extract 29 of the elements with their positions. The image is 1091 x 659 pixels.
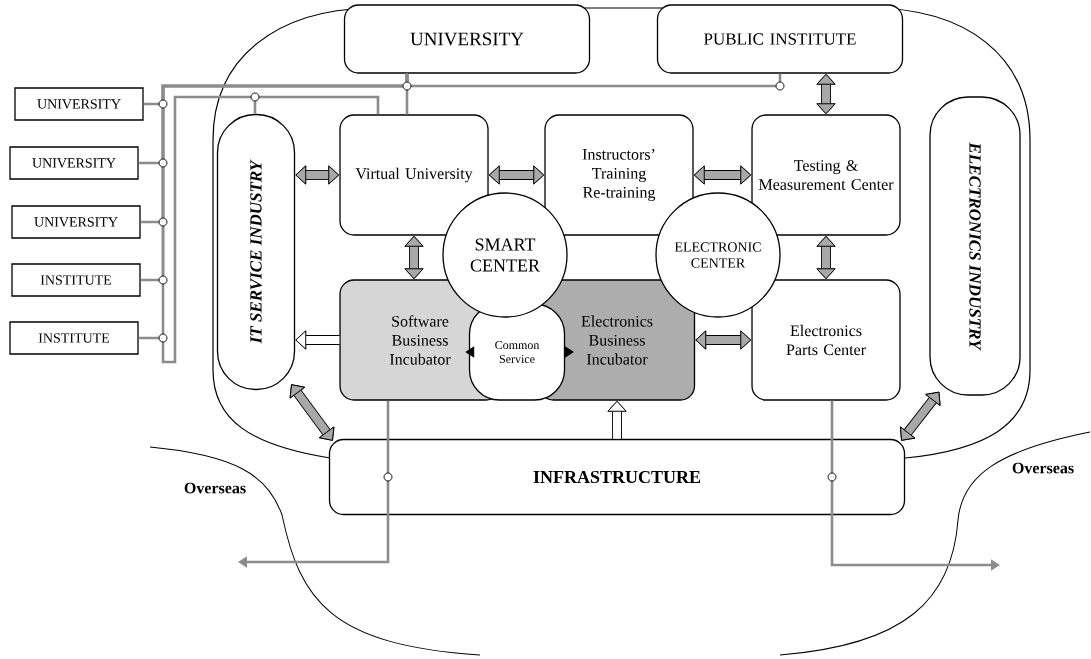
block-arrow (607, 400, 627, 439)
block-arrow (289, 384, 335, 441)
block-arrow (693, 165, 752, 185)
partner-box: INSTITUTE (9, 321, 139, 355)
block-arrow (695, 330, 752, 350)
center-box: Instructors’ Training Re-training (544, 114, 694, 236)
block-arrow (295, 165, 340, 185)
block-arrow (488, 165, 545, 185)
center-box: Testing & Measurement Center (751, 114, 901, 236)
block-arrow (404, 235, 424, 280)
center-box: Virtual University (339, 114, 489, 236)
partner-box: INSTITUTE (11, 263, 141, 297)
block-arrow (295, 330, 340, 350)
industry-capsule: IT SERVICE INDUSTRY (216, 113, 296, 391)
partner-box: UNIVERSITY (11, 205, 141, 239)
block-arrow (816, 235, 836, 280)
region-label: Overseas (184, 482, 246, 494)
block-arrow (816, 73, 836, 115)
center-box: UNIVERSITY (343, 4, 591, 74)
network-line (405, 73, 409, 115)
industry-capsule: ELECTRONICS INDUSTRY (929, 96, 1021, 396)
center-box: Electronics Parts Center (751, 279, 901, 401)
block-arrow (900, 391, 941, 441)
partner-box: UNIVERSITY (14, 87, 144, 121)
region-label: Overseas (1012, 462, 1074, 474)
center-box: PUBLIC INSTITUTE (656, 4, 904, 74)
center-box: INFRASTRUCTURE (328, 438, 906, 516)
network-line (253, 95, 380, 115)
partner-box: UNIVERSITY (9, 146, 139, 180)
